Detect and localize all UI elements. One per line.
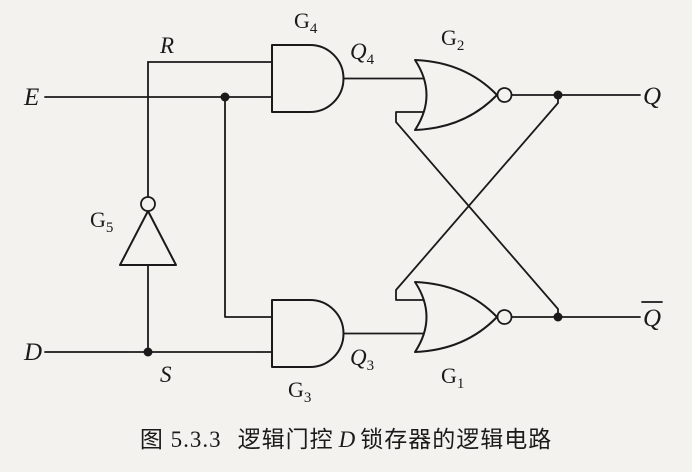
wire-feedback-q-to-g1 <box>395 94 559 301</box>
wire-feedback-qbar-to-g2 <box>395 111 559 318</box>
gates <box>119 44 513 368</box>
label-e: E <box>23 84 39 111</box>
caption-title-post: 锁存器的逻辑电路 <box>360 427 553 452</box>
gate-g5-bubble-icon <box>140 196 156 212</box>
label-g3: G3 <box>288 377 311 406</box>
labels: E D R S G4 G2 G5 G3 G1 Q4 Q3 Q Q <box>23 8 663 406</box>
label-q-bar: Q <box>643 305 661 332</box>
caption-title-d: D <box>338 427 356 452</box>
wire-e-to-g3 <box>224 96 275 318</box>
junction-dot-e <box>220 92 230 102</box>
label-q: Q <box>643 83 661 110</box>
label-g2: G2 <box>441 25 464 54</box>
circuit-diagram: E D R S G4 G2 G5 G3 G1 Q4 Q3 Q Q <box>23 8 663 406</box>
caption-title-pre: 逻辑门控 <box>237 427 334 452</box>
gate-g4-and <box>271 44 345 113</box>
gate-g2-bubble-icon <box>496 87 513 103</box>
caption-figure-number: 图 5.3.3 <box>139 427 222 452</box>
gate-g2-nor <box>414 59 498 131</box>
label-g4: G4 <box>294 8 318 37</box>
gate-g1-nor <box>414 281 498 353</box>
gate-g1-bubble-icon <box>496 309 513 325</box>
junction-dots <box>143 90 563 357</box>
label-s: S <box>160 362 172 387</box>
junction-dot-q <box>553 90 563 100</box>
label-q4: Q4 <box>350 39 375 68</box>
gate-g3-and <box>271 299 345 368</box>
gate-g5-not <box>119 210 177 266</box>
label-q3: Q3 <box>350 345 374 374</box>
label-g5: G5 <box>90 207 113 236</box>
wires <box>44 61 641 353</box>
junction-dot-qbar <box>553 312 563 322</box>
label-d: D <box>23 339 42 366</box>
label-r: R <box>159 33 174 58</box>
junction-dot-d <box>143 347 153 357</box>
label-g1: G1 <box>441 363 464 392</box>
